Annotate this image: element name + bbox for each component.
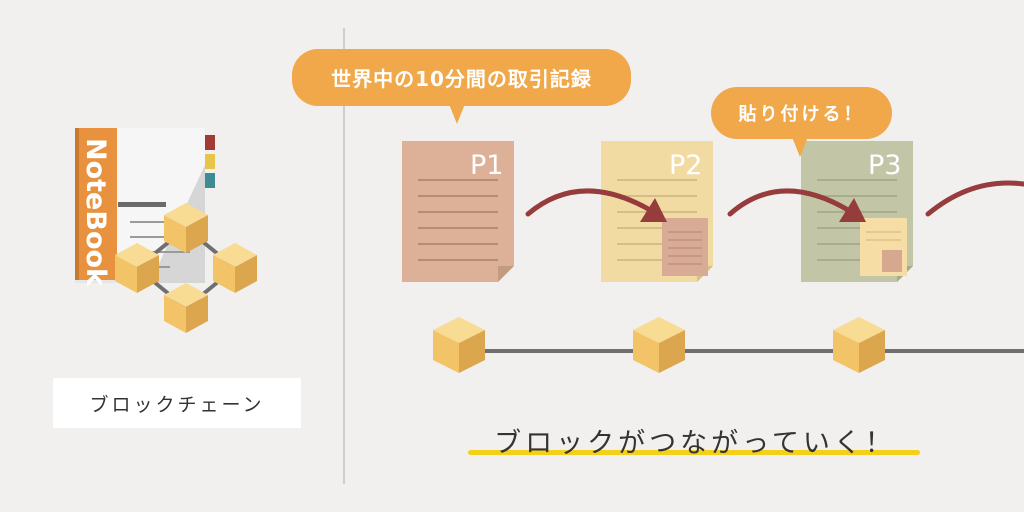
page-label: P3 (868, 150, 901, 181)
network-cube (164, 203, 208, 253)
attached-page (662, 218, 708, 276)
page-label: P2 (669, 150, 702, 181)
notebook-tabs (204, 135, 215, 188)
attach-arrow (525, 188, 667, 222)
blockchain-network (115, 203, 257, 333)
record-bubble: 世界中の10分間の取引記録 (292, 49, 631, 124)
network-cube (164, 283, 208, 333)
network-cube (213, 243, 257, 293)
notebook-spine (75, 128, 117, 280)
attach-arrow (925, 180, 1024, 217)
attached-page (860, 218, 907, 276)
caption: ブロックがつながっていく！ (494, 427, 896, 459)
notebook-illustration: NoteBook (75, 128, 257, 333)
blockchain-label: ブロックチェーン (53, 378, 301, 428)
divider-line (343, 28, 345, 484)
chain-cube (833, 317, 885, 373)
page-p1: P1 (402, 141, 514, 282)
chain-cube (633, 317, 685, 373)
page-label: P1 (470, 150, 503, 181)
caption-underline (468, 450, 920, 455)
attach-bubble: 貼り付ける！ (711, 87, 892, 157)
notebook-title: NoteBook (80, 138, 111, 287)
network-cube (115, 243, 159, 293)
chain-cube (433, 317, 485, 373)
attach-arrow (727, 188, 866, 222)
